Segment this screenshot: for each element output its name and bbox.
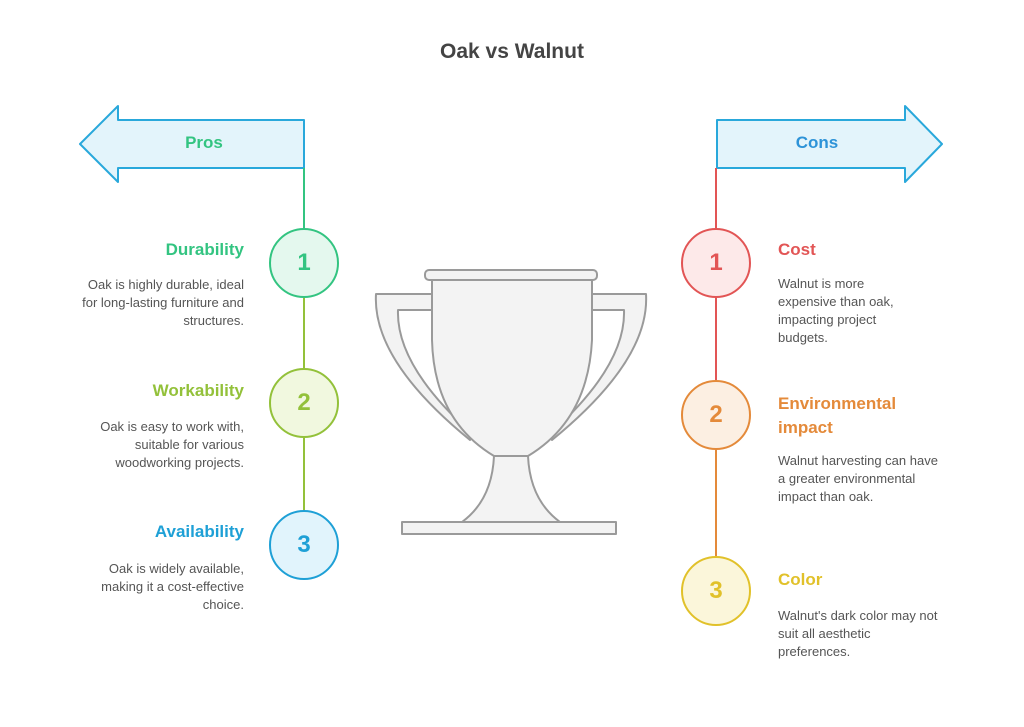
pros-item-title-3: Availability: [154, 522, 244, 541]
pros-number-3: 3: [297, 531, 311, 558]
pros-number-2: 2: [297, 389, 311, 416]
pros-item-desc-3: Oak is widely available, making it a cos…: [101, 561, 244, 612]
cons-item-desc-1: Walnut is more expensive than oak, impac…: [778, 276, 894, 345]
trophy-icon: [374, 269, 648, 535]
cons-number-3: 3: [709, 577, 723, 604]
pros-item-desc-2: Oak is easy to work with, suitable for v…: [100, 419, 244, 470]
page-title: Oak vs Walnut: [440, 40, 584, 63]
pros-item-desc-1: Oak is highly durable, ideal for long-la…: [82, 277, 244, 328]
pros-item-title-1: Durability: [165, 240, 244, 259]
cons-item-title-3: Color: [778, 570, 823, 589]
cons-number-2: 2: [709, 401, 723, 428]
pros-circle-3: [269, 510, 339, 580]
cons-item-title-2: Environmental impact: [778, 394, 897, 437]
cons-arrow: [716, 105, 943, 183]
cons-circle-1: [681, 228, 751, 298]
cons-item-title-1: Cost: [778, 240, 816, 259]
cons-number-1: 1: [709, 249, 723, 276]
cons-item-desc-3: Walnut's dark color may not suit all aes…: [778, 608, 938, 659]
pros-arrow: [79, 105, 305, 183]
cons-circle-2: [681, 380, 751, 450]
pros-label: Pros: [185, 133, 223, 152]
cons-label: Cons: [795, 133, 839, 152]
pros-circle-1: [269, 228, 339, 298]
cons-item-desc-2: Walnut harvesting can have a greater env…: [778, 453, 938, 504]
pros-number-1: 1: [297, 249, 311, 276]
cons-circle-3: [681, 556, 751, 626]
pros-circle-2: [269, 368, 339, 438]
pros-item-title-2: Workability: [152, 381, 244, 400]
